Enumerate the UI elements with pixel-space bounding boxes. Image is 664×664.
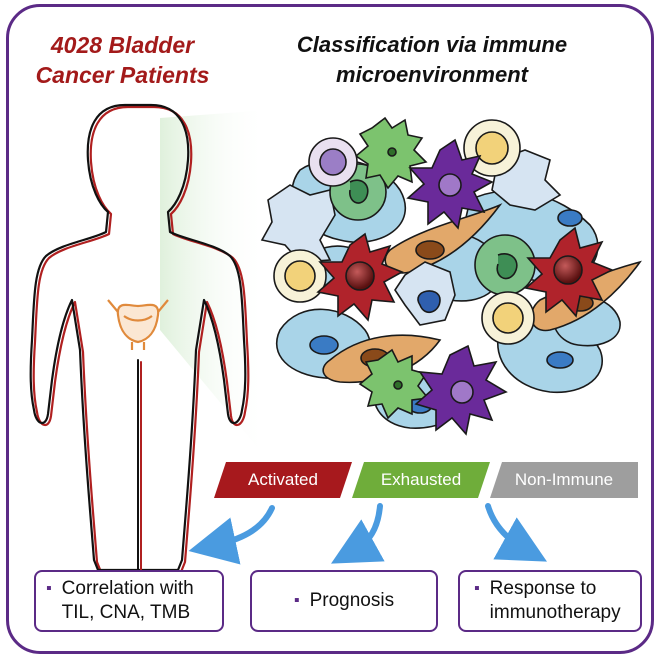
class-tag-nonimmune: Non-Immune <box>490 462 638 498</box>
lavender-cell <box>308 137 358 187</box>
class-tag-label: Activated <box>248 470 318 489</box>
arrow-activated <box>188 505 275 565</box>
classification-title-line2: microenvironment <box>336 62 528 87</box>
class-tag-exhausted: Exhausted <box>352 462 490 498</box>
highlight-beam <box>160 110 268 460</box>
cell-cluster <box>260 116 642 436</box>
outcome-line: Response to <box>489 578 597 599</box>
outcome-box-correlation: ▪ Correlation with TIL, CNA, TMB <box>34 570 224 632</box>
outcome-line: Correlation with <box>61 578 194 599</box>
patients-title-line1: 4028 Bladder <box>50 32 195 58</box>
purple-spiky-cells <box>406 138 508 436</box>
bullet-icon: ▪ <box>474 580 480 597</box>
outcome-box-prognosis: ▪ Prognosis <box>250 570 438 632</box>
bullet-icon: ▪ <box>293 592 300 609</box>
patients-title: 4028 Bladder Cancer Patients <box>30 30 215 90</box>
green-spiky-cells <box>354 116 430 420</box>
outcome-line: TIL, CNA, TMB <box>61 602 191 623</box>
patients-title-line2: Cancer Patients <box>35 62 210 88</box>
outcome-box-response: ▪ Response to immunotherapy <box>458 570 642 632</box>
class-tag-label: Non-Immune <box>514 470 614 489</box>
outcome-line: Prognosis <box>309 590 395 611</box>
outcome-text: Correlation with TIL, CNA, TMB <box>62 577 194 625</box>
classification-title: Classification via immune microenvironme… <box>262 30 602 90</box>
bladder-icon <box>107 299 169 350</box>
b-cells <box>273 119 535 345</box>
arrow-nonimmune <box>485 503 547 562</box>
bullet-icon: ▪ <box>46 580 52 597</box>
arrow-exhausted <box>331 503 385 564</box>
outcome-text: Prognosis <box>310 589 395 613</box>
class-tag-activated: Activated <box>214 462 352 498</box>
flow-arrows <box>188 503 547 565</box>
outcome-line: immunotherapy <box>489 602 621 623</box>
class-tag-label: Exhausted <box>380 470 462 489</box>
red-spiky-cells <box>316 226 614 322</box>
classification-title-line1: Classification via immune <box>296 32 568 57</box>
outcome-text: Response to immunotherapy <box>490 577 621 625</box>
